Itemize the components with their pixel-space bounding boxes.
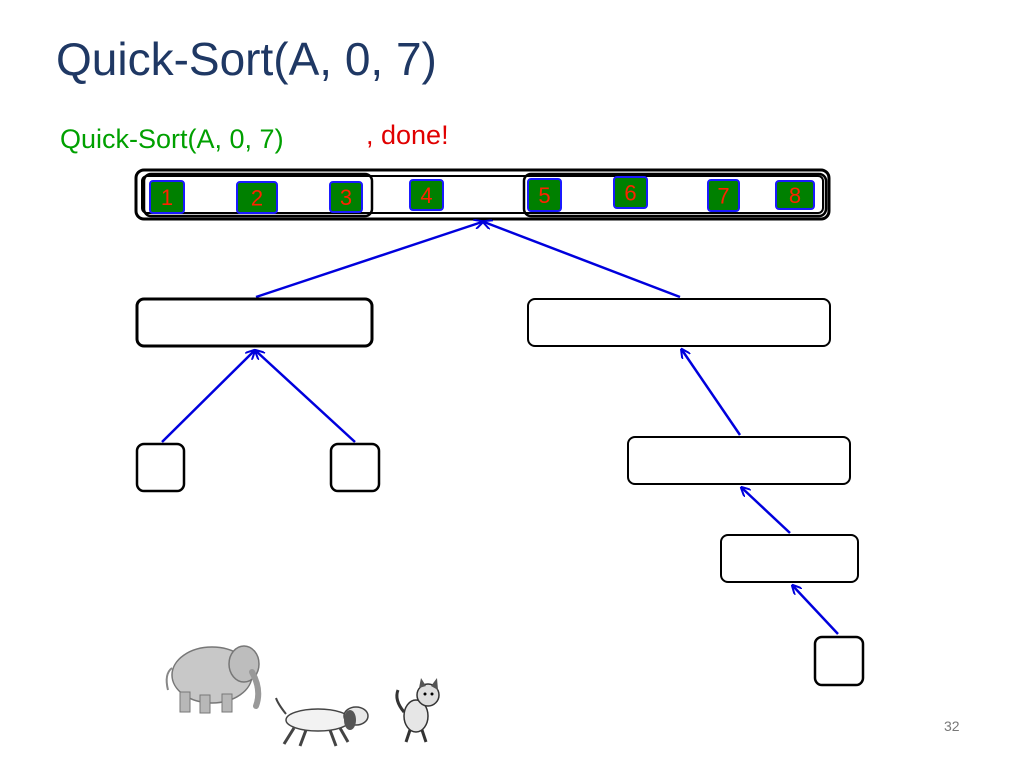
left-partition-outline [142, 172, 374, 218]
done-label: , done! [366, 120, 449, 150]
right-grandchild-box [720, 534, 859, 583]
arrow-right-to-root [484, 222, 681, 299]
current-call-label: Quick-Sort(A, 0, 7) [60, 124, 284, 154]
array-cell-4 [409, 179, 444, 211]
array-cell-3 [329, 181, 363, 213]
array-cell-1 [149, 180, 185, 214]
array-cell-label-4: 4 [420, 183, 432, 208]
left-leaf-box-1 [135, 442, 186, 493]
array-cell-label-1: 1 [161, 185, 173, 210]
array-cell-label-7: 7 [717, 184, 729, 209]
root-array-inner-box [141, 175, 824, 214]
right-partition-outline [522, 172, 828, 218]
cat-icon [395, 678, 440, 743]
page-number: 32 [944, 718, 960, 734]
array-cell-2 [236, 181, 278, 214]
left-leaf-box-2 [329, 442, 381, 493]
array-cell-label-6: 6 [624, 181, 636, 206]
right-subarray-box [527, 298, 831, 347]
arrow-rgrandchild-to-rchild [742, 488, 791, 534]
right-leaf-box [813, 635, 865, 687]
arrow-rleaf-to-rgrandchild [793, 586, 839, 635]
array-cell-label-3: 3 [340, 185, 352, 210]
array-cell-6 [613, 176, 648, 209]
left-subarray-box [135, 297, 374, 348]
arrow-leaf1-to-left [161, 351, 254, 443]
array-cells: 1 2 3 4 5 6 7 8 [149, 176, 815, 214]
array-cell-label-8: 8 [789, 183, 801, 208]
elephant-icon [165, 645, 262, 714]
dog-icon [275, 697, 369, 747]
array-cell-5 [527, 178, 562, 212]
arrow-rchild-to-right [682, 350, 742, 436]
array-cell-7 [707, 179, 740, 212]
array-cell-label-2: 2 [251, 186, 263, 211]
right-child-box [627, 436, 851, 485]
arrow-left-to-root [255, 222, 482, 299]
array-cell-8 [775, 180, 815, 210]
arrow-leaf2-to-left [256, 351, 356, 443]
array-cell-label-5: 5 [538, 183, 550, 208]
slide-title: Quick-Sort(A, 0, 7) [56, 33, 437, 85]
